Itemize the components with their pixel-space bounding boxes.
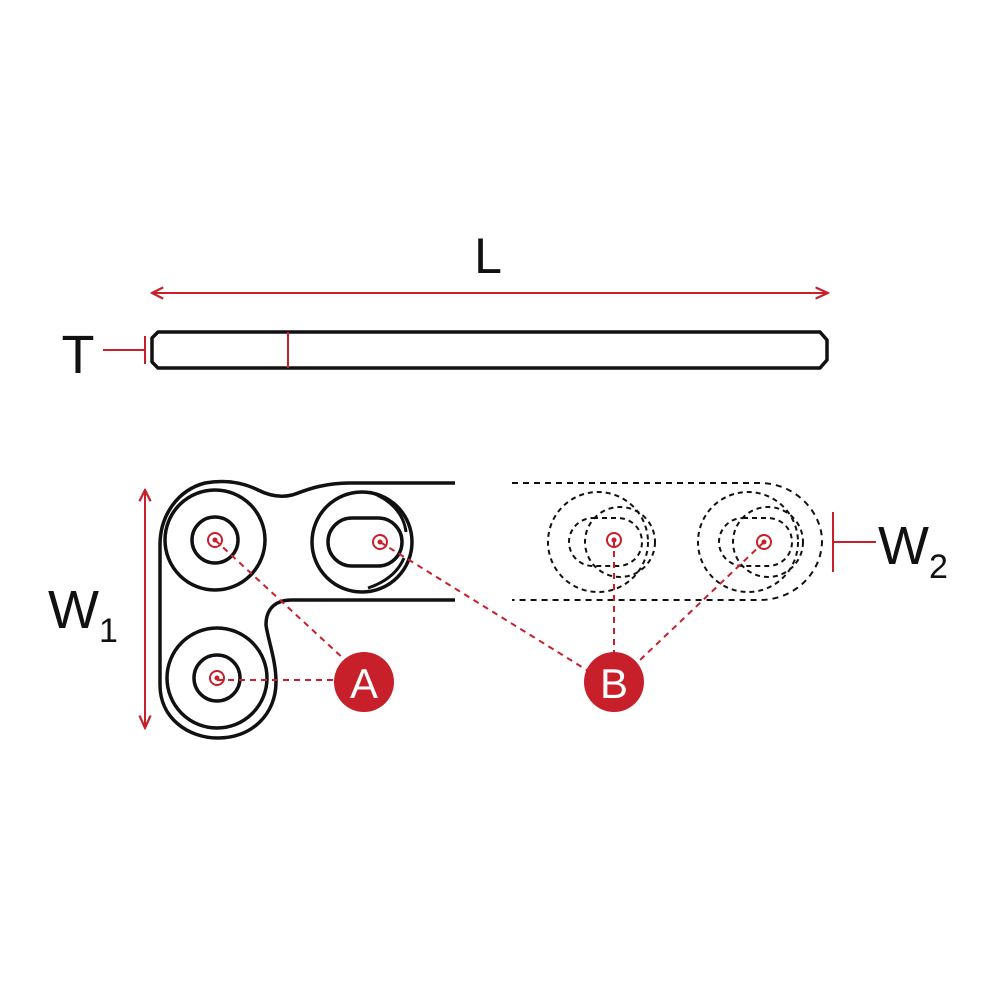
- side-view: L T: [62, 228, 829, 385]
- slotted-hole-solid: [310, 490, 414, 594]
- slotted-hole-dashed-2: [697, 491, 804, 593]
- callout-a: A: [334, 652, 394, 712]
- top-view: W1: [48, 479, 948, 740]
- hole-bottom-left: [165, 626, 269, 730]
- callout-leaders: [214, 539, 765, 681]
- length-label: L: [474, 228, 502, 284]
- thickness-label: T: [62, 325, 95, 385]
- plate-continuation-dashed: [512, 482, 824, 601]
- callout-a-text: A: [350, 660, 378, 707]
- callout-b: B: [584, 652, 644, 712]
- plate-side-profile: [150, 330, 829, 370]
- callout-b-text: B: [600, 660, 628, 707]
- slotted-hole-dashed-1: [547, 491, 656, 593]
- plate-outline: [158, 479, 455, 740]
- width2-label: W2: [878, 516, 948, 586]
- width1-label: W1: [48, 580, 118, 650]
